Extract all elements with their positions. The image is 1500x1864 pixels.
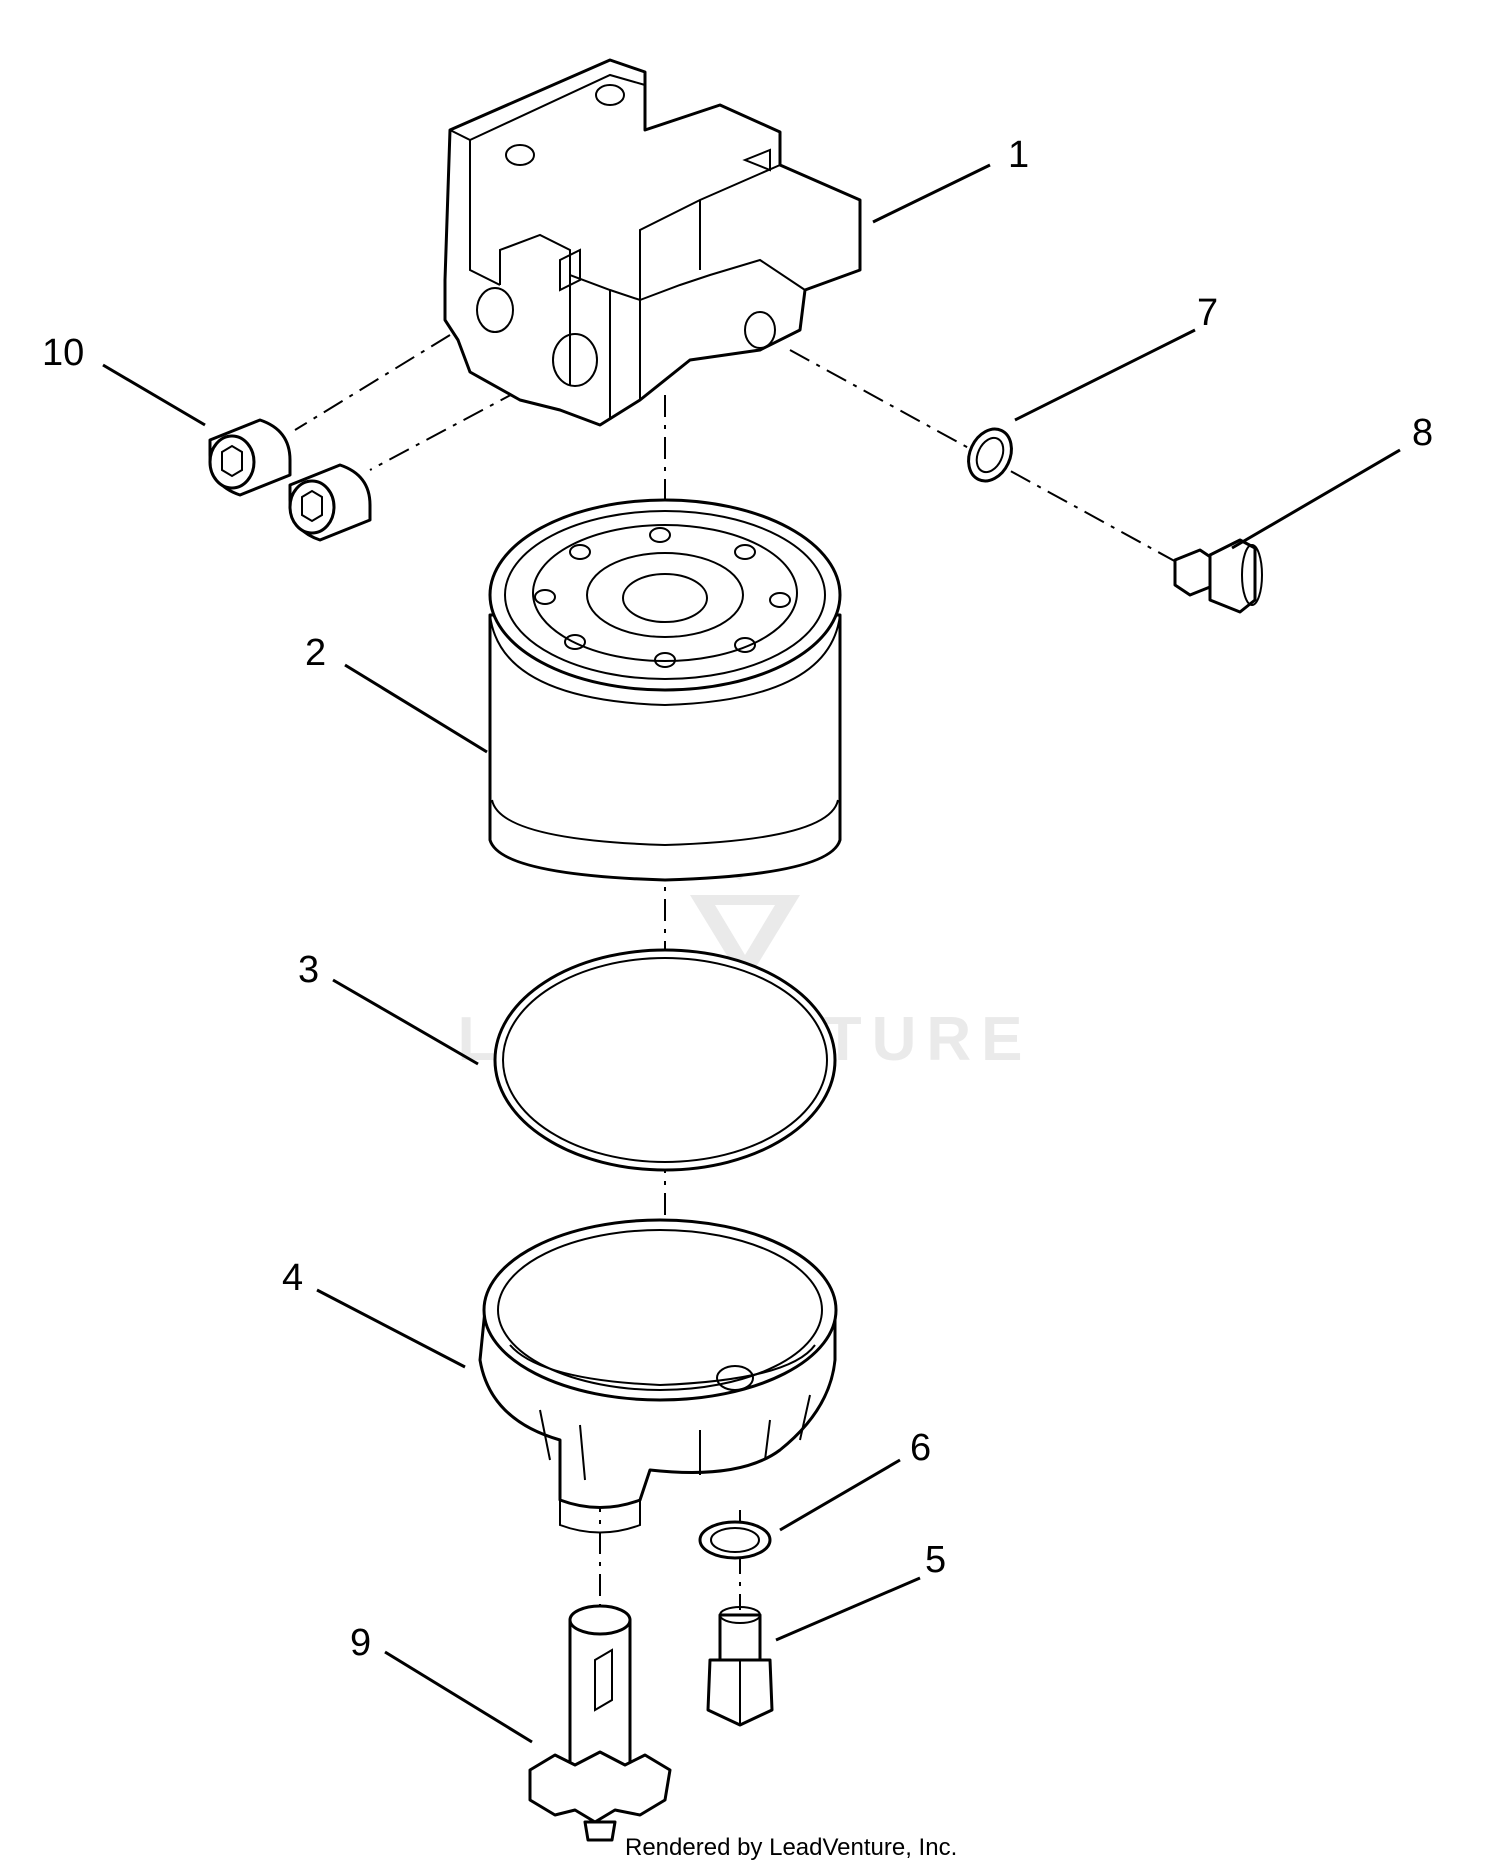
callout-6: 6: [910, 1427, 931, 1469]
callout-5: 5: [925, 1539, 946, 1581]
callouts: 1 2 3 4 5 6 7 8 9 10: [42, 134, 1433, 1664]
render-credit: Rendered by LeadVenture, Inc.: [625, 1834, 957, 1861]
callout-7: 7: [1197, 292, 1218, 334]
callout-4: 4: [282, 1257, 303, 1299]
drain-plug: [706, 1606, 774, 1727]
sealing-washer: [967, 427, 1013, 483]
pipe-plug-a: [208, 418, 292, 497]
leader-lines: [102, 163, 1401, 1744]
filter-bowl: [478, 1218, 838, 1534]
bleed-screw: [1173, 538, 1263, 614]
callout-10: 10: [42, 332, 84, 374]
o-ring: [493, 948, 837, 1172]
watermark-v-icon: [690, 895, 800, 985]
drain-valve: [528, 1604, 672, 1842]
pipe-plug-b: [288, 463, 372, 542]
callout-3: 3: [298, 949, 319, 991]
drain-seal: [698, 1520, 772, 1560]
callout-2: 2: [305, 632, 326, 674]
filter-head: [443, 58, 862, 427]
callout-9: 9: [350, 1622, 371, 1664]
callout-1: 1: [1008, 134, 1029, 176]
filter-element: [488, 498, 842, 882]
pipe-plugs: [208, 418, 372, 542]
callout-8: 8: [1412, 412, 1433, 454]
